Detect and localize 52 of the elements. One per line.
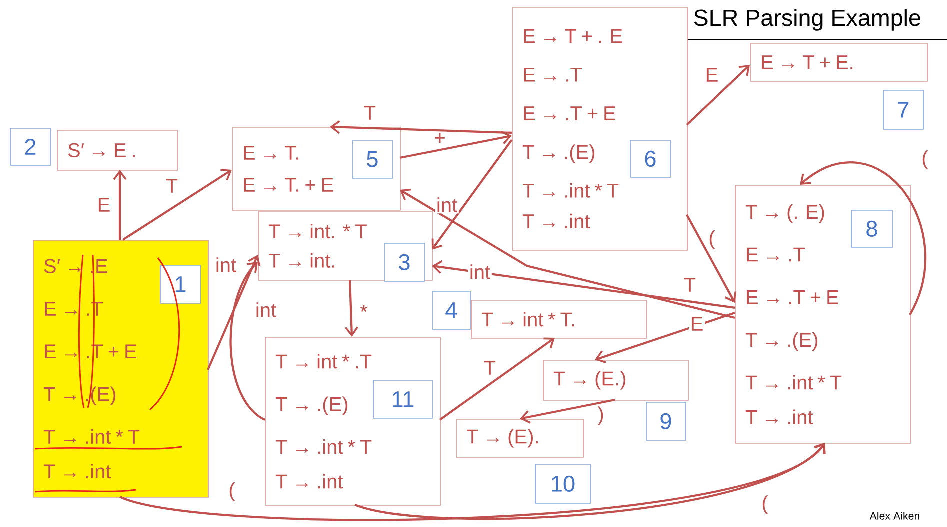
state-number: 7 <box>883 90 924 130</box>
loop-arrow <box>800 162 926 316</box>
state-number: 1 <box>160 265 201 304</box>
edge-label: ( <box>707 229 717 251</box>
edge-label: int <box>254 301 278 319</box>
edge-label: T <box>682 276 698 294</box>
edge-label: ( <box>920 149 930 171</box>
curved-arrow <box>120 443 826 521</box>
arrow <box>595 312 736 364</box>
edge-label: int <box>468 263 492 281</box>
arrow <box>432 139 513 250</box>
state-number: 4 <box>432 291 471 330</box>
edge-label: ( <box>227 481 237 503</box>
arrow <box>686 65 750 126</box>
state-number: 2 <box>10 128 51 166</box>
state-number: 5 <box>352 140 393 179</box>
arrow <box>122 169 232 241</box>
arrow <box>400 131 512 160</box>
state-number: 3 <box>384 243 425 282</box>
edge-label: + <box>432 132 448 146</box>
curved-arrow <box>230 262 266 421</box>
item-set-box: E → T + E. <box>750 43 928 82</box>
state-number: 9 <box>646 402 686 441</box>
arrow <box>432 260 736 310</box>
author-credit: Alex Aiken <box>870 512 920 520</box>
arrow <box>113 170 127 240</box>
arrow <box>520 398 616 424</box>
arrow <box>330 120 512 134</box>
arrow <box>344 280 358 337</box>
arrow <box>400 188 736 320</box>
arrow <box>686 214 737 303</box>
arrow <box>207 255 261 370</box>
edge-label: E <box>704 66 720 84</box>
edge-label: E <box>96 196 112 214</box>
edge-label: T <box>164 178 180 194</box>
edge-label: T <box>362 104 378 122</box>
edge-label: * <box>358 304 370 320</box>
edge-label: int <box>214 256 238 274</box>
edge-label: ) <box>596 405 606 427</box>
edge-label: E <box>689 316 705 332</box>
edge-label: T <box>482 360 498 376</box>
state-number: 6 <box>630 140 671 178</box>
state-number: 11 <box>373 380 433 419</box>
arrow <box>439 338 555 421</box>
item-set-box: T → (E). <box>456 419 584 458</box>
state-number: 10 <box>535 464 591 504</box>
edge-label: ( <box>760 494 770 516</box>
curved-arrow <box>354 443 826 520</box>
title: SLR Parsing Example <box>694 9 920 31</box>
edge-label: int <box>435 196 459 214</box>
item-set-box: S′ → E . <box>57 130 178 171</box>
state-number: 8 <box>851 210 893 248</box>
